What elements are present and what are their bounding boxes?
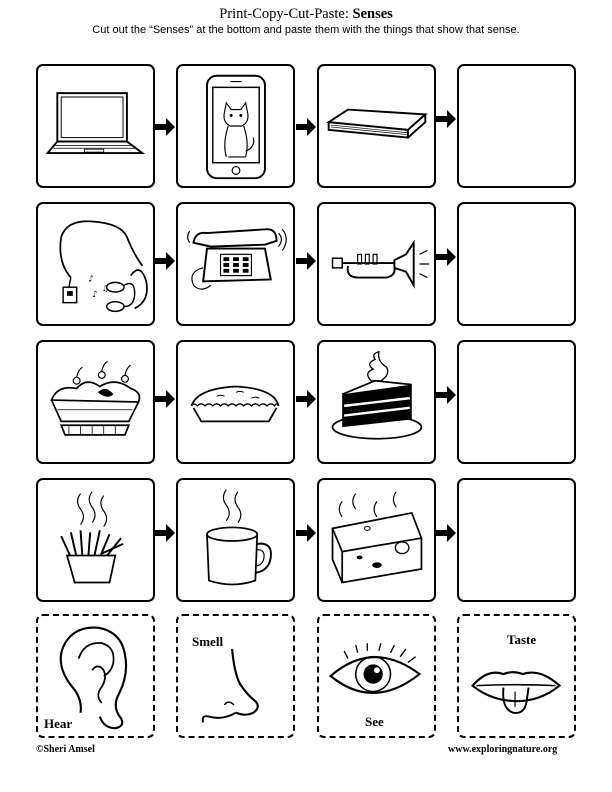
paste-box-row2[interactable] <box>457 202 576 326</box>
pie-icon <box>190 385 280 423</box>
svg-text:♫: ♫ <box>102 284 109 293</box>
card-phone[interactable] <box>176 64 295 188</box>
paste-box-row1[interactable] <box>457 64 576 188</box>
arrow-icon <box>436 386 456 404</box>
card-music-player[interactable]: ♪ ♪ ♫ <box>36 202 155 326</box>
sense-label-smell: Smell <box>192 634 224 649</box>
arrow-icon <box>296 118 316 136</box>
instructions: Cut out the “Senses” at the bottom and p… <box>92 24 520 36</box>
arrow-icon <box>296 252 316 270</box>
sense-card-smell[interactable]: Smell <box>176 614 295 738</box>
paste-box-row4[interactable] <box>457 478 576 602</box>
card-telephone[interactable] <box>176 202 295 326</box>
page-title: Print-Copy-Cut-Paste: Senses <box>0 6 612 23</box>
mouth-tongue-icon <box>470 671 562 714</box>
arrow-icon <box>296 390 316 408</box>
book-icon <box>325 108 428 139</box>
card-trumpet[interactable] <box>317 202 436 326</box>
laptop-icon <box>45 92 146 155</box>
arrow-icon <box>436 524 456 542</box>
card-cheese[interactable] <box>317 478 436 602</box>
title-prefix: Print-Copy-Cut-Paste: <box>219 6 353 22</box>
sense-label-taste: Taste <box>507 632 537 647</box>
cake-icon <box>331 350 423 440</box>
card-sundae[interactable] <box>36 340 155 464</box>
cheese-icon <box>331 491 423 584</box>
copyright: ©Sheri Amsel <box>36 744 95 755</box>
sense-label-hear: Hear <box>44 716 73 731</box>
nose-icon <box>201 648 259 723</box>
arrow-icon <box>155 118 175 136</box>
svg-text:♪: ♪ <box>88 274 94 284</box>
arrow-icon <box>296 524 316 542</box>
arrow-icon <box>436 110 456 128</box>
svg-text:♪: ♪ <box>92 290 98 300</box>
sense-card-see[interactable]: See <box>317 614 436 738</box>
arrow-icon <box>155 252 175 270</box>
card-cake[interactable] <box>317 340 436 464</box>
arrow-icon <box>155 524 175 542</box>
music-player-icon: ♪ ♪ ♫ <box>59 220 148 313</box>
coffee-mug-icon <box>206 489 272 586</box>
telephone-icon <box>187 228 287 290</box>
sense-label-see: See <box>365 714 384 729</box>
fries-icon <box>60 491 124 584</box>
sense-card-hear[interactable]: Hear <box>36 614 155 738</box>
phone-with-cat-icon <box>206 74 266 180</box>
card-laptop[interactable] <box>36 64 155 188</box>
sundae-icon <box>50 360 141 436</box>
eye-icon <box>328 642 422 694</box>
card-coffee-mug[interactable] <box>176 478 295 602</box>
card-pie[interactable] <box>176 340 295 464</box>
title-bold: Senses <box>352 6 393 22</box>
website-link[interactable]: www.exploringnature.org <box>448 744 558 755</box>
arrow-icon <box>155 390 175 408</box>
arrow-icon <box>436 248 456 266</box>
paste-box-row3[interactable] <box>457 340 576 464</box>
ear-icon <box>59 626 128 730</box>
sense-card-taste[interactable]: Taste <box>457 614 576 738</box>
trumpet-icon <box>331 239 430 289</box>
card-book[interactable] <box>317 64 436 188</box>
card-fries[interactable] <box>36 478 155 602</box>
